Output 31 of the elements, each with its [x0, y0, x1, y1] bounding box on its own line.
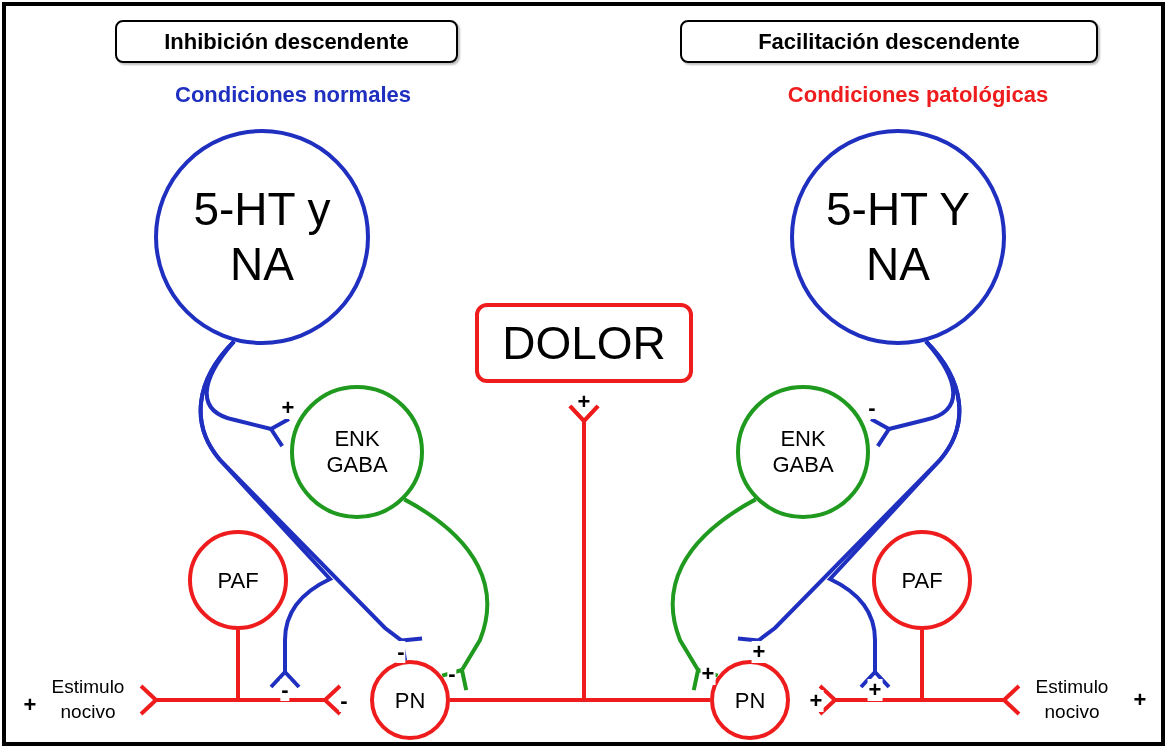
nerve-fiber [236, 630, 342, 716]
header-box [680, 20, 1098, 63]
sign-label: + [23, 694, 37, 716]
node-label: ENK GABA [771, 425, 835, 479]
nerve-fiber [403, 497, 490, 693]
node-label: PN [394, 686, 426, 715]
sign-label: + [808, 690, 824, 712]
node-label: 5-HT Y NA [825, 181, 971, 292]
sign-label: + [751, 641, 767, 663]
sign-label: + [577, 391, 591, 413]
condition-title: Condiciones patológicas [787, 84, 1049, 106]
nerve-fiber [568, 404, 710, 702]
header-box [115, 20, 458, 63]
node-label: ENK GABA [325, 425, 389, 479]
node-label: Estimulo nocivo [50, 675, 126, 724]
node-label: PN [734, 686, 766, 715]
sign-label: - [280, 679, 290, 701]
node-label: Estimulo nocivo [1034, 675, 1110, 724]
node-label: 5-HT y NA [192, 181, 332, 292]
condition-title: Condiciones normales [175, 84, 411, 106]
nerve-fiber [818, 630, 924, 716]
node-label: Facilitación descendente [758, 28, 1020, 56]
node-label: DOLOR [502, 315, 666, 371]
sign-label: - [396, 641, 406, 663]
node-label: PAF [217, 566, 259, 595]
nerve-fiber [670, 497, 757, 693]
sign-label: + [1133, 689, 1147, 711]
node-label: Inhibición descendente [164, 28, 409, 56]
node-label: PAF [901, 566, 943, 595]
sign-label: + [867, 679, 883, 701]
outcome-box [475, 303, 693, 383]
